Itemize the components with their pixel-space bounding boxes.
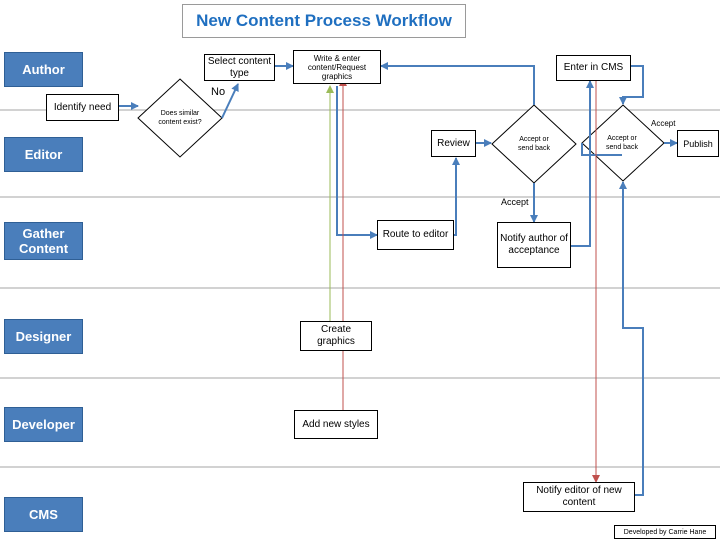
arrow-send-back-line (581, 143, 622, 156)
arrow-notify-to-cms (571, 80, 594, 247)
step-write-content: Write & enter content/Request graphics (293, 50, 381, 84)
lane-author: Author (4, 52, 83, 87)
step-notify-editor: Notify editor of new content (523, 482, 635, 512)
arrow-notify-editor-to-decision (619, 181, 644, 496)
step-identify-need: Identify need (46, 94, 119, 121)
step-accept-1: Accept or send back (518, 136, 550, 152)
arrow-route-to-review (452, 157, 460, 236)
step-select-type: Select content type (204, 54, 275, 81)
step-similar-content: Does similar content exist? (158, 110, 202, 126)
step-review: Review (431, 130, 476, 157)
lane-designer: Designer (4, 319, 83, 354)
step-accept-2: Accept or send back (606, 135, 638, 151)
step-add-styles: Add new styles (294, 410, 378, 439)
edge-label-accept-2: Accept (651, 119, 676, 128)
arrow-write-to-route (336, 86, 378, 239)
step-route-editor: Route to editor (377, 220, 454, 250)
lane-cms: CMS (4, 497, 83, 532)
arrow-no-to-select (221, 83, 239, 119)
flow-arrows (119, 62, 678, 496)
step-notify-author: Notify author of acceptance (497, 222, 571, 268)
lane-dividers (0, 109, 720, 468)
arrow-cms-to-decision (619, 65, 644, 105)
edge-label-no: No (211, 86, 226, 98)
step-create-graphics: Create graphics (300, 321, 372, 351)
credit-note: Developed by Carrie Hane (614, 525, 716, 539)
lane-gather-content: Gather Content (4, 222, 83, 260)
lane-editor: Editor (4, 137, 83, 172)
similar-content-decision (137, 78, 223, 158)
arrow-send-back-to-write (380, 62, 535, 105)
step-publish: Publish (677, 130, 719, 157)
edge-label-accept-1: Accept (501, 197, 529, 207)
page-title: New Content Process Workflow (182, 4, 466, 38)
lane-developer: Developer (4, 407, 83, 442)
step-enter-cms: Enter in CMS (556, 55, 631, 81)
